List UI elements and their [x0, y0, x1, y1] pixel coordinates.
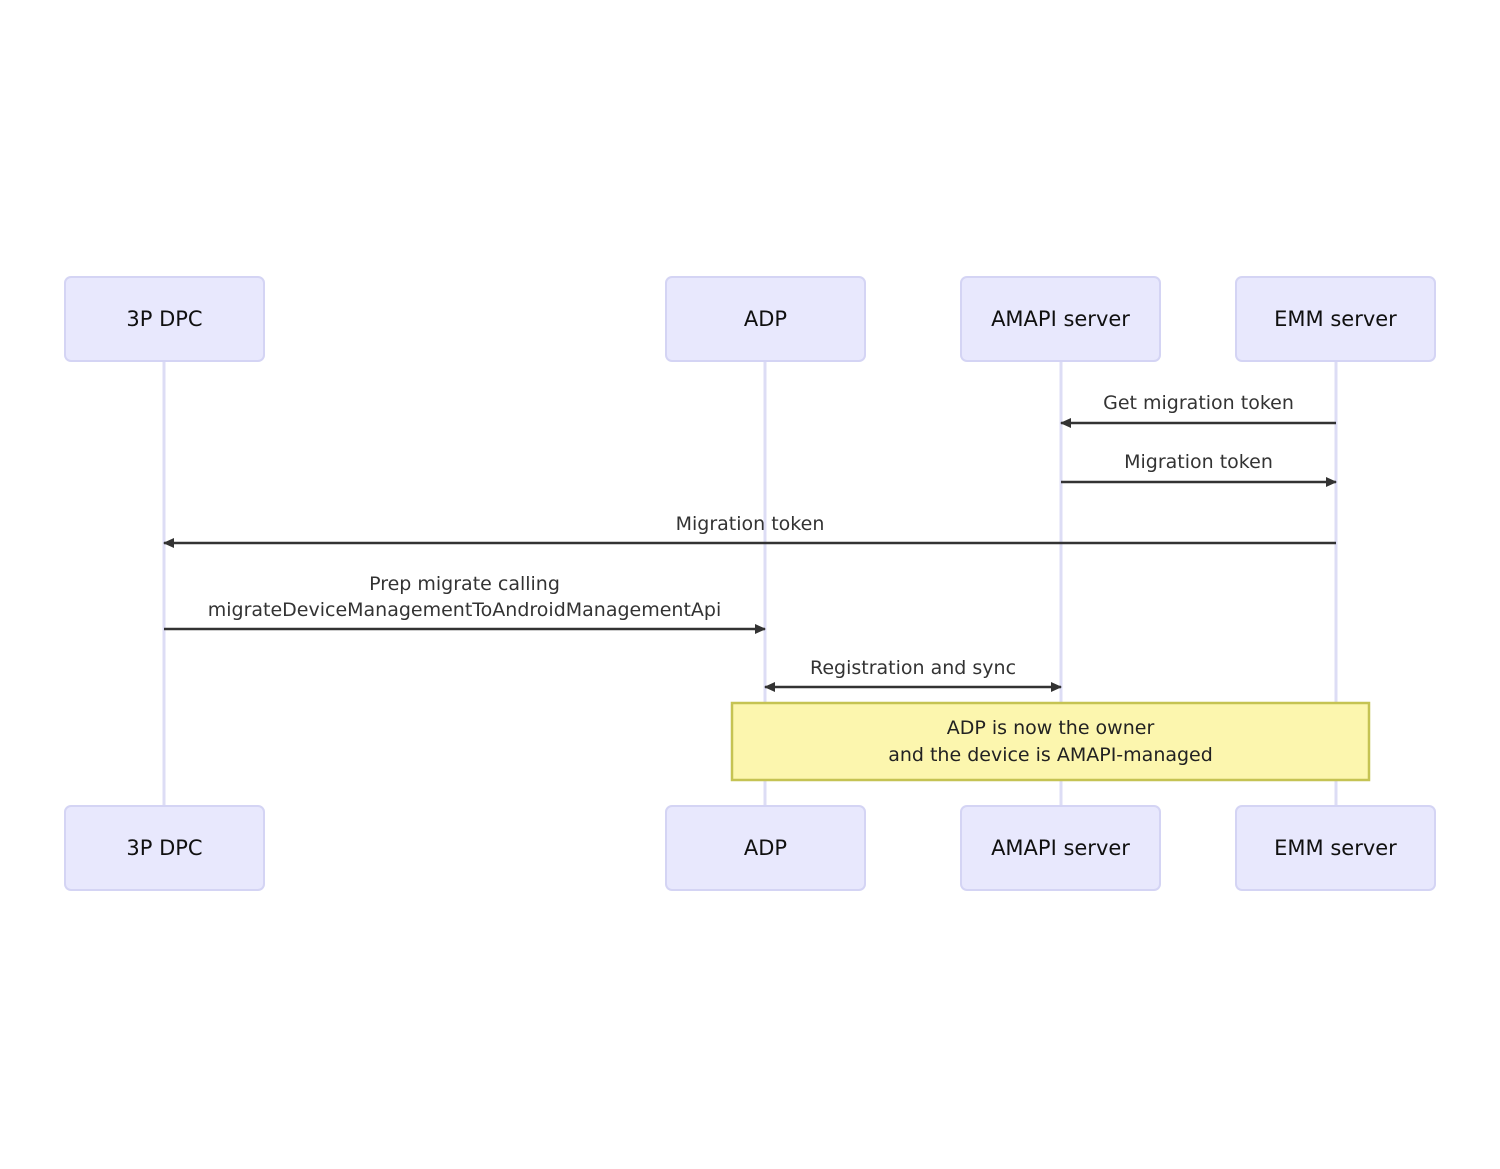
participant-emm-bottom[interactable]: EMM server [1235, 805, 1436, 891]
participant-label: EMM server [1274, 307, 1397, 331]
participant-dpc-bottom[interactable]: 3P DPC [64, 805, 265, 891]
participant-box [64, 805, 265, 891]
message-label: Get migration token [1103, 392, 1294, 414]
participant-label: ADP [744, 307, 787, 331]
message-label: Prep migrate calling [369, 573, 560, 595]
participant-box [1235, 805, 1436, 891]
participant-emm-top[interactable]: EMM server [1235, 276, 1436, 362]
message-m5[interactable]: Registration and sync [764, 657, 1062, 692]
message-label: Migration token [676, 513, 825, 535]
note-box [730, 701, 1371, 782]
note-text-line: and the device is AMAPI-managed [888, 744, 1213, 766]
note-n1: ADP is now the owner and the device is AM… [730, 701, 1371, 782]
participant-label: AMAPI server [991, 307, 1130, 331]
participant-label: ADP [744, 836, 787, 860]
message-m4[interactable]: Prep migrate calling migrateDeviceManagem… [164, 573, 766, 634]
notes-layer: ADP is now the owner and the device is AM… [730, 701, 1371, 782]
message-label: migrateDeviceManagementToAndroidManageme… [208, 599, 722, 621]
participant-adp-bottom[interactable]: ADP [665, 805, 866, 891]
message-m1[interactable]: Get migration token [1060, 392, 1336, 428]
participant-box [960, 805, 1161, 891]
participant-amapi-top[interactable]: AMAPI server [960, 276, 1161, 362]
participant-label: AMAPI server [991, 836, 1130, 860]
message-m3[interactable]: Migration token [163, 513, 1336, 548]
note-text-line: ADP is now the owner [947, 717, 1155, 739]
message-label: Migration token [1124, 451, 1273, 473]
participant-box [960, 276, 1161, 362]
participant-adp-top[interactable]: ADP [665, 276, 866, 362]
participant-box [1235, 276, 1436, 362]
participant-box [665, 276, 866, 362]
message-label: Registration and sync [810, 657, 1016, 679]
participant-label: 3P DPC [126, 307, 202, 331]
message-m2[interactable]: Migration token [1061, 451, 1337, 487]
participant-box [665, 805, 866, 891]
participant-dpc-top[interactable]: 3P DPC [64, 276, 265, 362]
participant-label: 3P DPC [126, 836, 202, 860]
participant-box [64, 276, 265, 362]
participant-amapi-bottom[interactable]: AMAPI server [960, 805, 1161, 891]
participant-label: EMM server [1274, 836, 1397, 860]
